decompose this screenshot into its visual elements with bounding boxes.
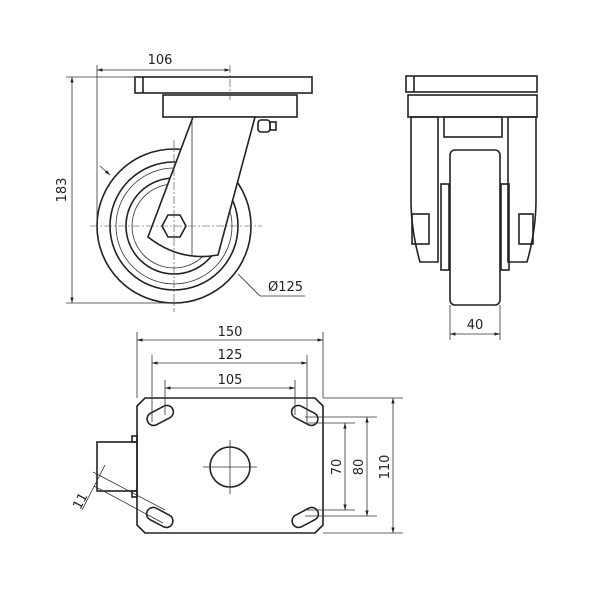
top-view: 150 125 105 70 80 110 11: [70, 325, 403, 534]
front-view: 106 183 Ø125: [55, 53, 313, 312]
fork-leg: [147, 116, 257, 258]
dim-150: 150: [218, 325, 243, 340]
dim-106: 106: [148, 53, 173, 68]
diameter-leader: [237, 273, 305, 297]
wheel-side: [449, 149, 501, 306]
mounting-slots: [145, 404, 320, 529]
dim-40: 40: [467, 318, 484, 333]
kingpin-nut: [443, 116, 503, 138]
dim-70: 70: [330, 459, 345, 476]
grease-nipple: [257, 119, 271, 133]
dim-110: 110: [378, 455, 393, 480]
dim-diameter-125: Ø125: [268, 280, 303, 295]
top-plate: [134, 76, 313, 94]
dim-80: 80: [352, 459, 367, 476]
dim-105: 105: [218, 373, 243, 388]
side-view: 40: [405, 75, 538, 340]
dim-183: 183: [55, 178, 70, 203]
dim-125: 125: [218, 348, 243, 363]
brake-bracket: [96, 441, 138, 492]
dim-11: 11: [70, 491, 91, 513]
